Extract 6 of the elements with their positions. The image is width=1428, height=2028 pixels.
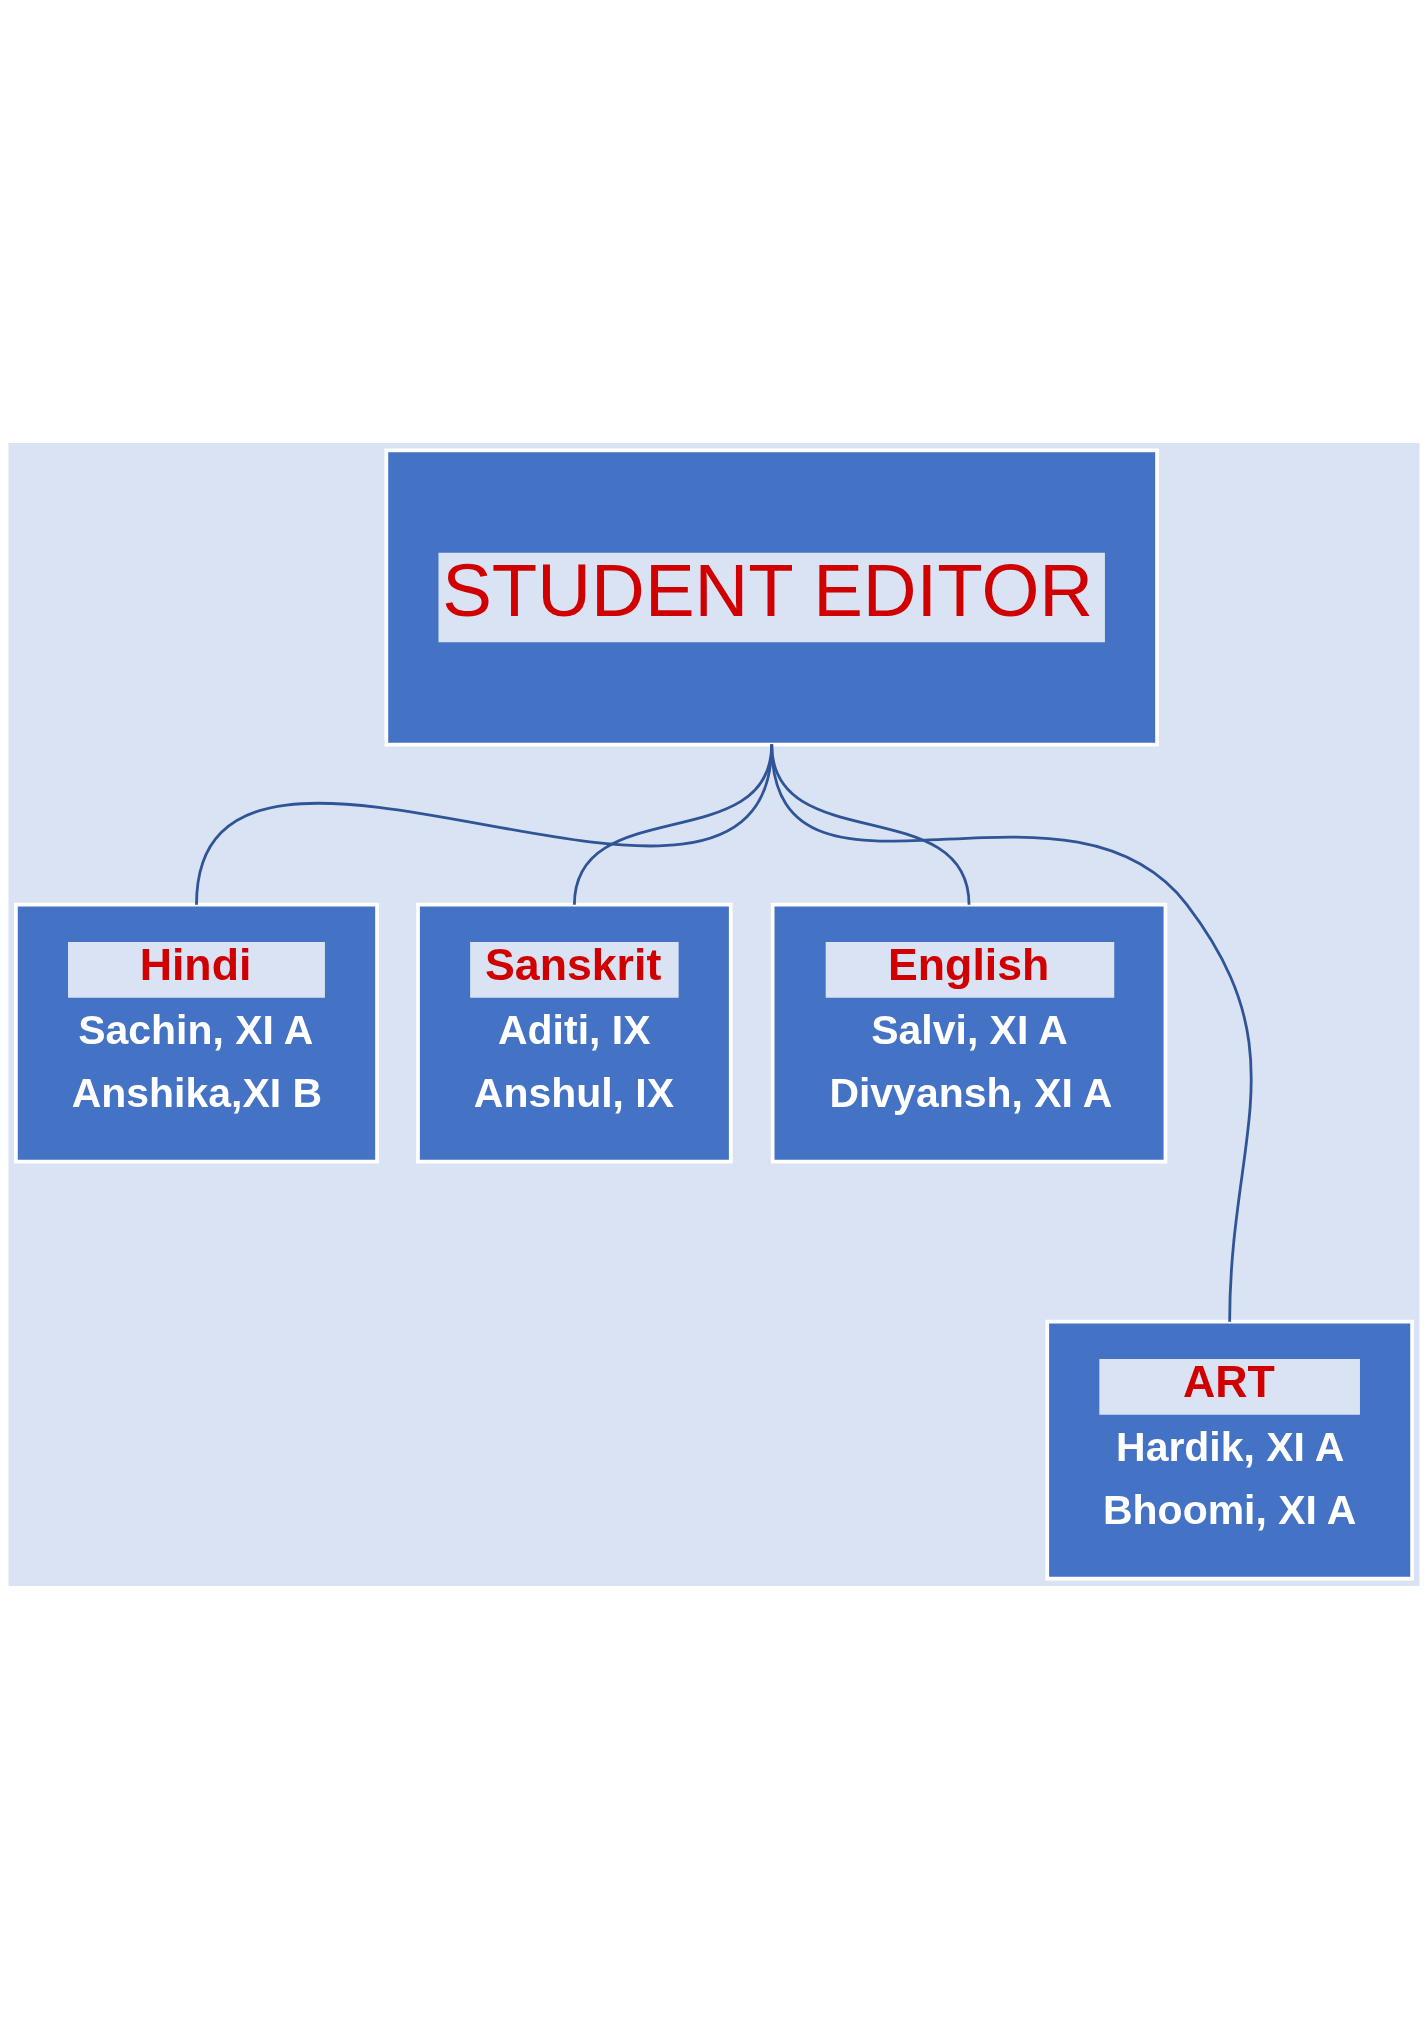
node-box: Sanskrit Aditi, IX Anshul, IX bbox=[416, 902, 733, 1163]
node-box: STUDENT EDITOR bbox=[384, 448, 1159, 746]
node-box: Hindi Sachin, XI A Anshika,XI B bbox=[14, 902, 379, 1163]
connector bbox=[770, 743, 1253, 1322]
node-box: ART Hardik, XI A Bhoomi, XI A bbox=[1045, 1319, 1414, 1580]
node-box: English Salvi, XI A Divyansh, XI A bbox=[770, 902, 1168, 1163]
